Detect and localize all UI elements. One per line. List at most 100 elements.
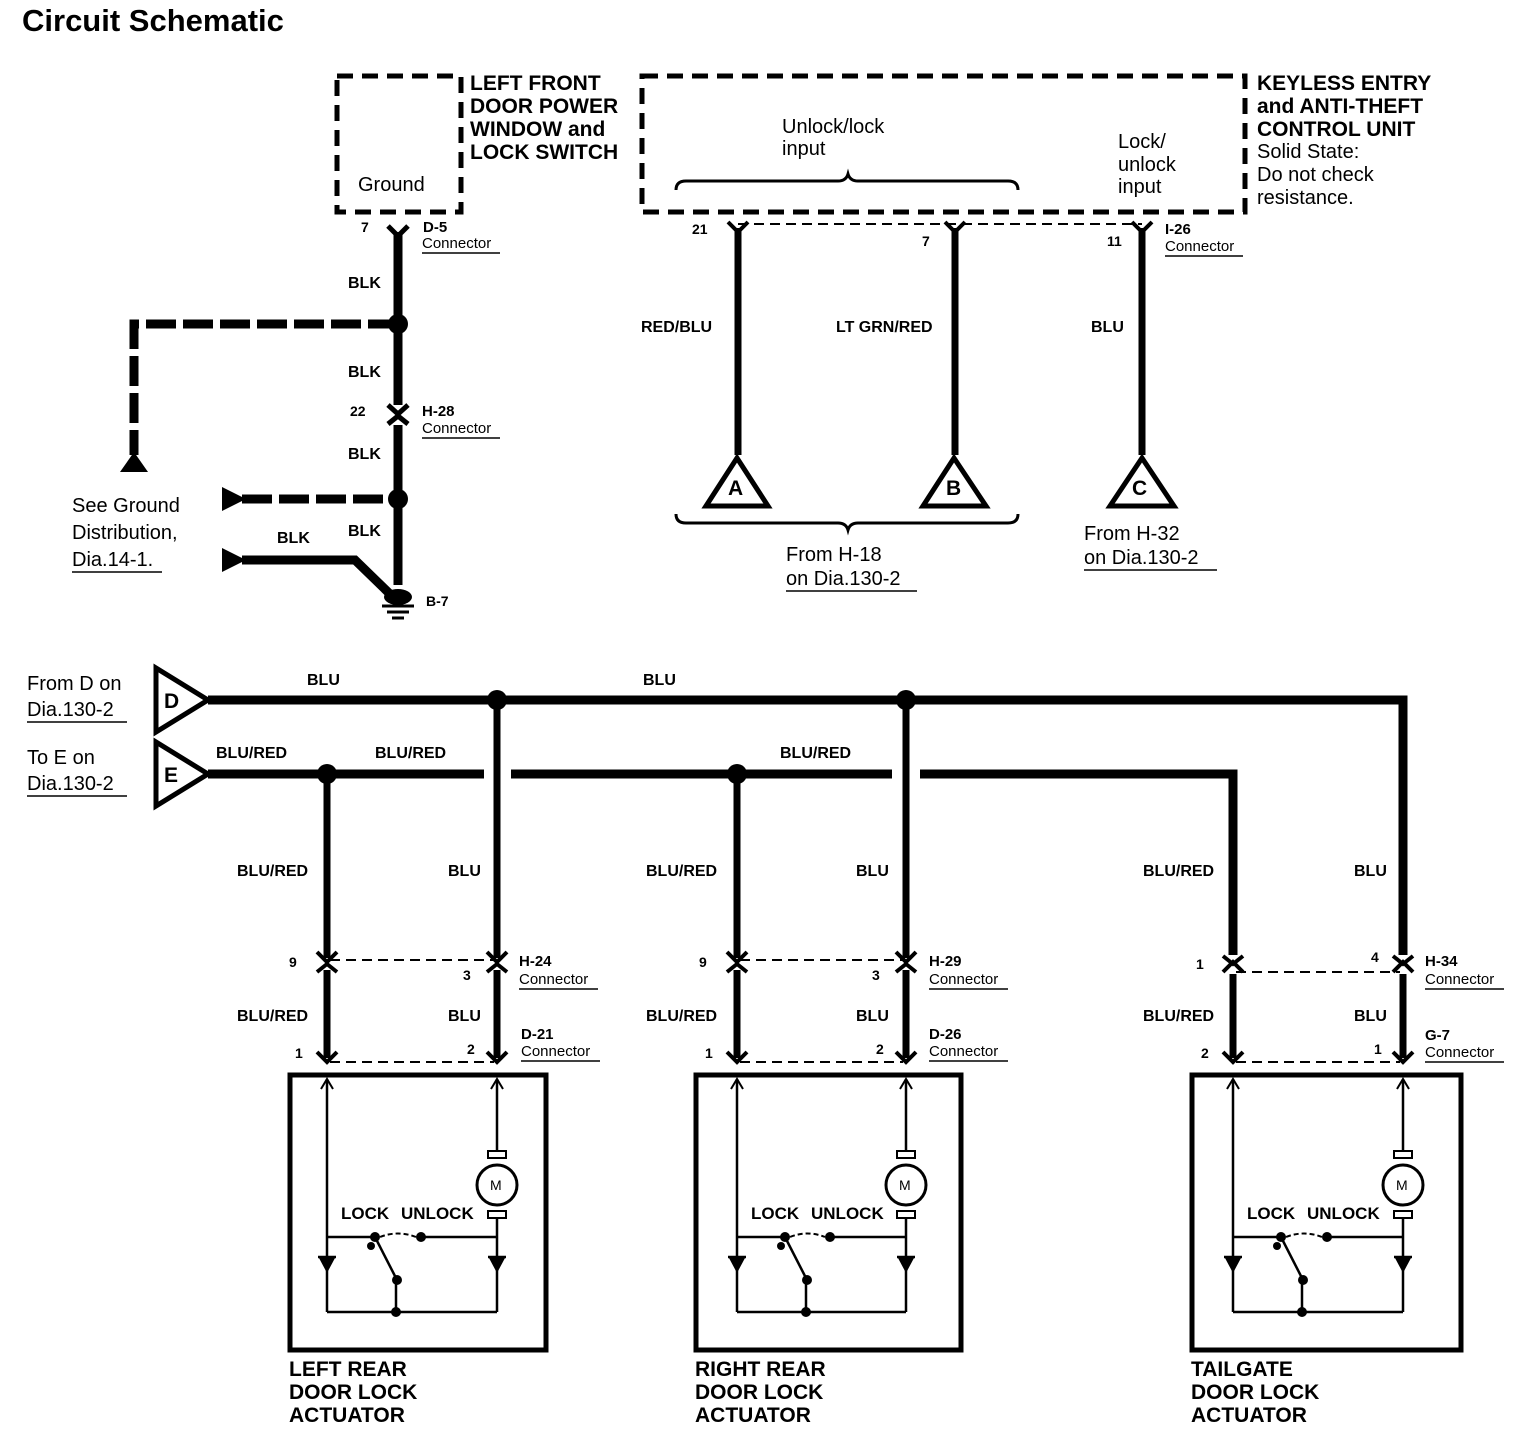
switch-contact [391,1307,401,1317]
h24-connector-name: H-24 [519,953,552,970]
ground-blk-wire [222,548,396,600]
i26-connector-name: I-26 [1165,221,1191,238]
motor-label: M [899,1177,911,1193]
wire-c [1130,220,1154,455]
d21-connector-label: Connector [521,1043,590,1060]
wire-a [726,220,750,455]
svg-text:on Dia.130-2: on Dia.130-2 [1084,547,1199,569]
switch-arm [373,1236,399,1281]
left-rear-drops [315,700,509,1065]
motor-icon [884,1163,928,1207]
svg-text:CONTROL UNIT: CONTROL UNIT [1257,118,1415,141]
i26-pin: 11 [1107,233,1122,249]
svg-text:From H-32: From H-32 [1084,523,1180,545]
lock-label: LOCK [1247,1204,1296,1223]
i26-pin: 7 [922,233,930,249]
d5-pin: 7 [361,219,369,235]
svg-text:To E on: To E on [27,747,95,769]
bus-wire-label: BLU/RED [216,745,287,762]
svg-text:DOOR POWER: DOOR POWER [470,95,618,118]
d21-pin: 1 [295,1045,303,1061]
d21-connector-name: D-21 [521,1026,554,1043]
switch-arm [1279,1236,1305,1281]
svg-text:on Dia.130-2: on Dia.130-2 [786,568,901,590]
motor-icon [1381,1163,1425,1207]
d5-connector-label: Connector [422,235,491,252]
bus-wire-label: BLU/RED [780,745,851,762]
svg-text:and ANTI-THEFT: and ANTI-THEFT [1257,95,1423,118]
ground-wire-label: BLK [348,275,381,292]
left-front-switch-box: Ground [334,73,464,215]
switch-arm [783,1236,809,1281]
tailgate-drops [1221,954,1415,1065]
wire-c-label: BLU [1091,319,1124,336]
ground-symbol-icon [382,589,414,620]
svg-text:From H-18: From H-18 [786,544,882,566]
h34-pin: 1 [1196,956,1204,972]
ground-wire-main [386,224,410,585]
svg-text:LEFT FRONT: LEFT FRONT [470,72,601,95]
drop-wire-label: BLU [1354,863,1387,880]
svg-text:ACTUATOR: ACTUATOR [1191,1404,1307,1427]
switch-contact [1322,1232,1332,1242]
svg-text:A: A [728,477,743,500]
switch-contact [1297,1307,1307,1317]
d21-pin: 2 [467,1041,475,1057]
drop-wire-label: BLU [448,863,481,880]
svg-text:From D on: From D on [27,673,121,695]
h34-connector-label: Connector [1425,971,1494,988]
svg-text:Dia.130-2: Dia.130-2 [27,699,114,721]
svg-text:Distribution,: Distribution, [72,522,178,544]
left-rear-actuator: M LOCK UNLOCK [287,1072,549,1353]
from-h32-ref: From H-32 on Dia.130-2 [1084,523,1217,571]
from-d-ref: From D on Dia.130-2 [27,673,127,723]
actuator-box [1189,1072,1464,1353]
h24-pin: 3 [463,967,471,983]
left-front-switch-title: LEFT FRONT DOOR POWER WINDOW and LOCK SW… [470,72,618,164]
h28-pin: 22 [350,403,366,419]
wire-b-label: LT GRN/RED [836,319,933,336]
g7-pin: 2 [1201,1045,1209,1061]
svg-text:KEYLESS ENTRY: KEYLESS ENTRY [1257,72,1431,95]
switch-link [1285,1232,1323,1238]
unlock-label: UNLOCK [401,1204,474,1223]
drop-wire-label: BLU [1354,1008,1387,1025]
lock-label: LOCK [341,1204,390,1223]
page-title: Circuit Schematic [22,3,284,38]
motor-brush [1393,1150,1413,1159]
g7-connector-name: G-7 [1425,1027,1450,1044]
motor-brush [487,1150,507,1159]
terminal-d-icon: D [153,663,213,737]
svg-text:ACTUATOR: ACTUATOR [695,1404,811,1427]
diode-icon [1225,1258,1241,1273]
drop-wire-label: BLU/RED [237,1008,308,1025]
diode-icon [898,1258,914,1273]
right-rear-actuator-title: RIGHT REAR DOOR LOCK ACTUATOR [695,1358,826,1427]
keyless-unit-title: KEYLESS ENTRY and ANTI-THEFT CONTROL UNI… [1257,72,1431,209]
drop-wire-label: BLU [856,1008,889,1025]
lock-label: LOCK [751,1204,800,1223]
drop-wire-label: BLU [448,1008,481,1025]
motor-brush [896,1210,916,1219]
svg-text:LOCK SWITCH: LOCK SWITCH [470,141,618,164]
blured-bus-wire [208,764,1238,955]
switch-contact [1273,1242,1281,1250]
lock-unlock-input-label-3: input [1118,176,1162,198]
wire-a-label: RED/BLU [641,319,712,336]
drop-wire-label: BLU [856,863,889,880]
actuator-box [287,1072,549,1353]
svg-text:resistance.: resistance. [1257,187,1354,209]
wire-b [943,220,967,455]
switch-contact [416,1232,426,1242]
svg-text:WINDOW and: WINDOW and [470,118,605,141]
h29-connector-name: H-29 [929,953,962,970]
to-e-ref: To E on Dia.130-2 [27,747,127,797]
drop-wire-label: BLU/RED [1143,863,1214,880]
lock-unlock-input-label: Lock/ [1118,131,1166,153]
svg-text:C: C [1132,477,1147,500]
motor-icon [475,1163,519,1207]
drop-wire-label: BLU/RED [646,863,717,880]
motor-label: M [490,1177,502,1193]
